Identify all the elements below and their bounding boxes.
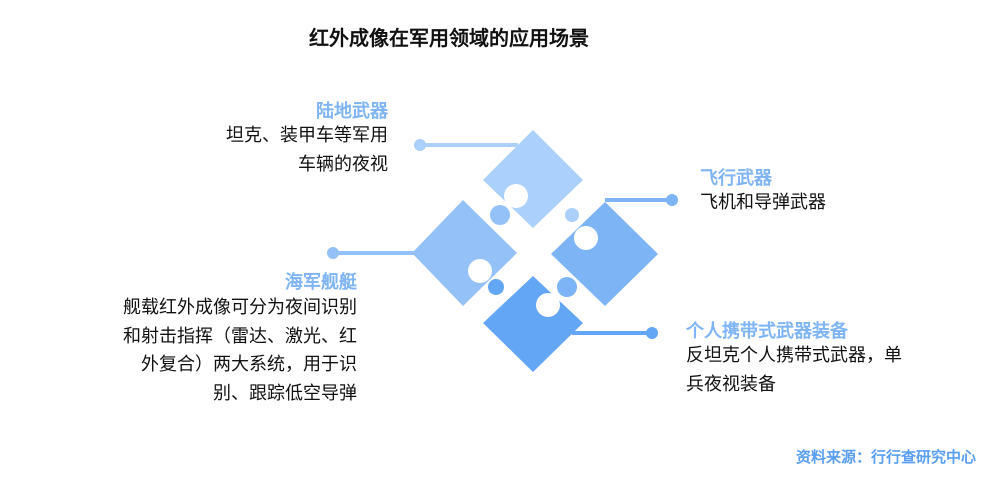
text-line: 别、跟踪低空导弹 (213, 382, 357, 404)
puzzle-piece-bottom (483, 276, 583, 372)
heading-air-weapons: 飞行武器 (700, 168, 772, 189)
connector-personal (572, 327, 658, 339)
text-line: 外复合）两大系统，用于识 (141, 354, 357, 375)
text-line: 反坦克个人携带式武器，单 (686, 345, 902, 366)
puzzle-piece-left (412, 200, 517, 306)
heading-land-weapons: 陆地武器 (316, 101, 388, 122)
source-note: 资料来源：行行查研究中心 (795, 448, 976, 466)
connector-air (605, 194, 678, 206)
text-line: 飞机和导弹武器 (700, 192, 826, 213)
text-personal-weapons: 反坦克个人携带式武器，单 兵夜视装备 (686, 342, 902, 399)
puzzle-piece-top (483, 130, 583, 228)
diagram-title: 红外成像在军用领域的应用场景 (309, 26, 589, 50)
text-line: 坦克、装甲车等军用 (226, 125, 388, 146)
text-line: 和射击指挥（雷达、激光、红 (123, 325, 357, 347)
heading-navy-ships: 海军舰艇 (285, 272, 357, 293)
text-line: 车辆的夜视 (298, 153, 388, 175)
text-land-weapons: 坦克、装甲车等军用 车辆的夜视 (226, 122, 388, 179)
puzzle-piece-right (551, 202, 658, 306)
heading-personal-weapons: 个人携带式武器装备 (686, 321, 848, 342)
connector-navy (327, 247, 414, 259)
text-air-weapons: 飞机和导弹武器 (700, 189, 826, 218)
text-navy-ships: 舰载红外成像可分为夜间识别 和射击指挥（雷达、激光、红 外复合）两大系统，用于识… (123, 294, 357, 408)
connector-land (414, 139, 518, 151)
text-line: 兵夜视装备 (686, 373, 776, 395)
text-line: 舰载红外成像可分为夜间识别 (123, 297, 357, 318)
